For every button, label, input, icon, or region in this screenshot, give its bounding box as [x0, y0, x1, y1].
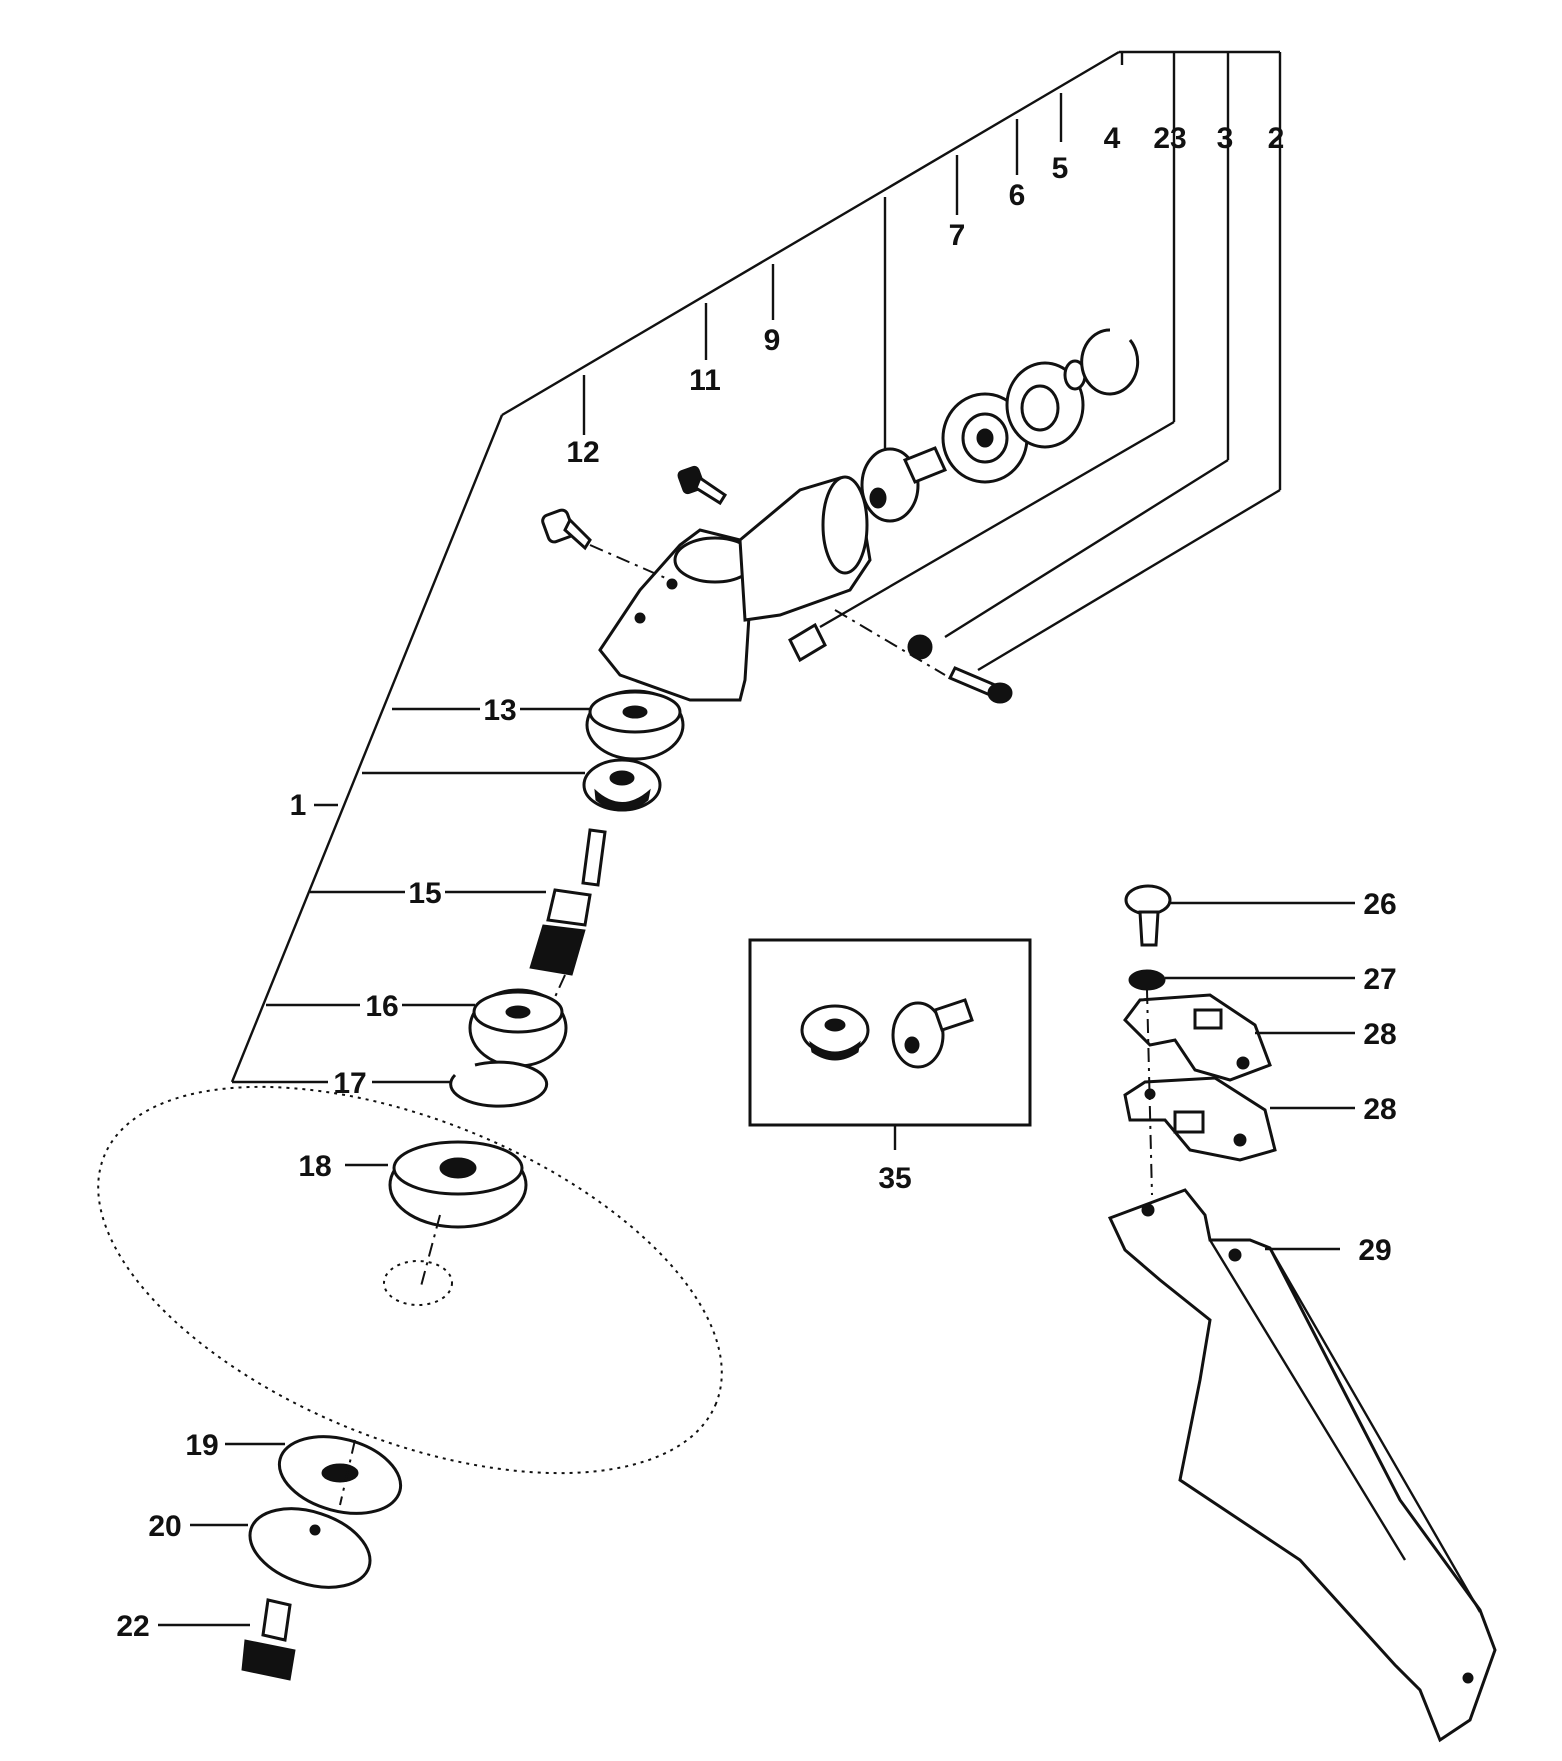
- callout-3: 3: [1217, 122, 1234, 155]
- bevel-gear-set-icon: [748, 938, 1032, 1150]
- screw-11-icon: [677, 465, 728, 506]
- bearing-13-icon: [585, 689, 685, 761]
- shaft-15-icon: [529, 828, 607, 976]
- circlip-17-icon: [449, 1060, 549, 1108]
- right-leaders: [158, 901, 1355, 1627]
- washer-27-icon: [1128, 969, 1166, 991]
- bearing-16-icon: [468, 988, 568, 1068]
- callout-29: 29: [1358, 1234, 1391, 1267]
- callout-4: 4: [1104, 122, 1121, 155]
- flange-19-icon: [277, 1435, 403, 1515]
- callout-17: 17: [333, 1067, 366, 1100]
- assembly-bracket: [230, 50, 1282, 1084]
- callout-7: 7: [949, 219, 966, 252]
- callout-11: 11: [689, 364, 721, 397]
- gear-14-icon: [582, 758, 662, 812]
- callout-28-bottom: 28: [1363, 1093, 1396, 1126]
- callout-28-top: 28: [1363, 1018, 1396, 1051]
- callout-12: 12: [566, 436, 599, 469]
- callout-2: 2: [1268, 122, 1285, 155]
- bevel-gear-7-icon: [860, 446, 948, 523]
- callout-5: 5: [1052, 152, 1069, 185]
- bearing-6-icon: [941, 392, 1029, 484]
- callout-9: 9: [764, 324, 781, 357]
- callout-13: 13: [483, 694, 516, 727]
- callout-26: 26: [1363, 888, 1396, 921]
- callout-1: 1: [290, 789, 307, 822]
- callout-20: 20: [148, 1510, 181, 1543]
- bolt-2-icon: [947, 666, 1013, 704]
- callout-35: 35: [878, 1162, 911, 1195]
- bearing-5-icon: [1005, 361, 1085, 449]
- callout-15: 15: [408, 877, 441, 910]
- cap-20-icon: [248, 1507, 372, 1589]
- circlip-4-icon: [1080, 328, 1140, 396]
- nut-22-icon: [241, 1598, 296, 1681]
- callout-19: 19: [185, 1429, 218, 1462]
- guard-icon: [1107, 1188, 1497, 1743]
- callout-27: 27: [1363, 963, 1396, 996]
- nut-3-icon: [907, 634, 933, 660]
- callout-22: 22: [116, 1610, 149, 1643]
- callout-18: 18: [298, 1150, 331, 1183]
- callout-6: 6: [1009, 179, 1026, 212]
- screw-12-icon: [541, 508, 592, 551]
- callout-16: 16: [365, 990, 398, 1023]
- clamp-28-bottom-icon: [1123, 1076, 1277, 1162]
- gear-housing-icon: [598, 475, 872, 702]
- flange-18-icon: [388, 1140, 528, 1229]
- circular-blade-icon: [97, 1085, 723, 1475]
- bolt-26-icon: [1124, 884, 1172, 947]
- callout-23: 23: [1153, 122, 1186, 155]
- clamp-28-top-icon: [1123, 993, 1272, 1082]
